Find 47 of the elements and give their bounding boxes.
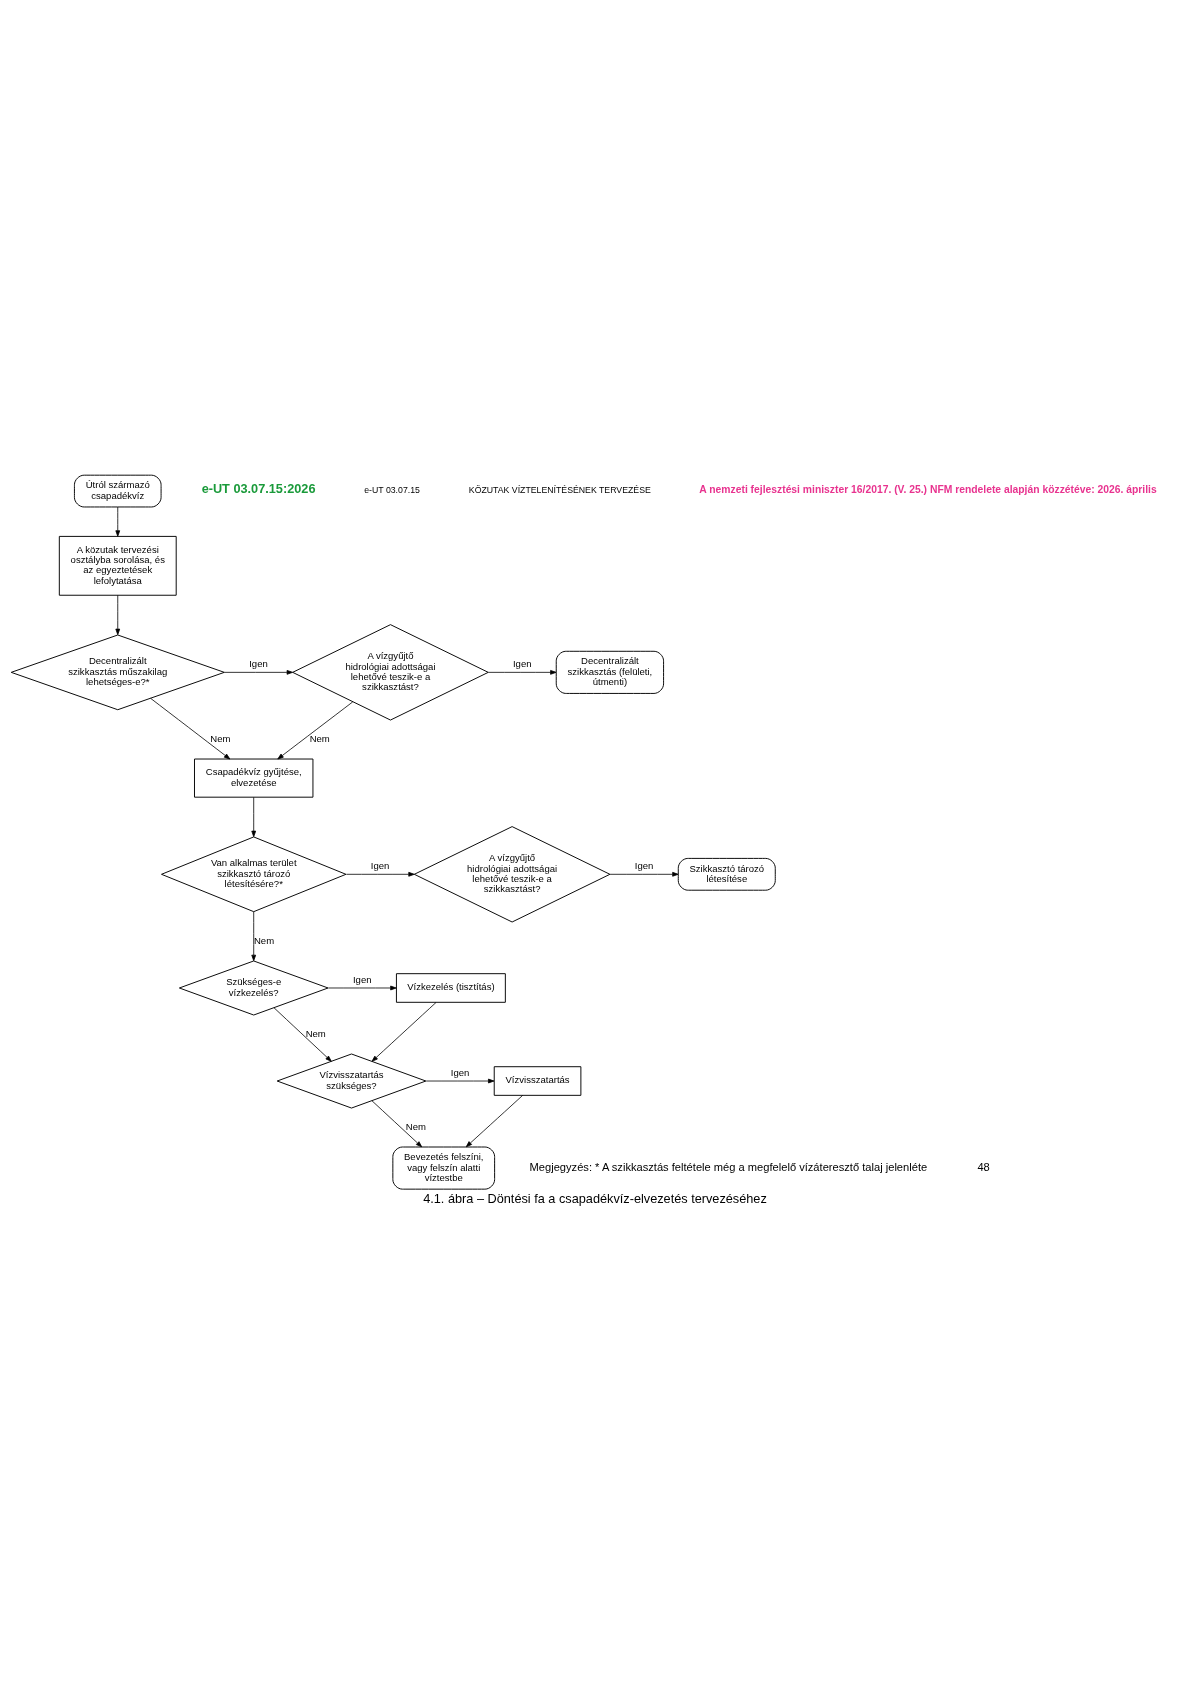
arrow <box>465 1094 524 1147</box>
arrow <box>277 701 354 759</box>
label: KÖZUTAK VÍZTELENÍTÉSÉNEK TERVEZÉSE <box>468 484 651 495</box>
node-box: A közutak tervezési osztályba sorolása, és az egyeztetések lefolytatása <box>58 535 177 596</box>
edge-label: Nem <box>305 1027 326 1039</box>
node-box: Útról származó csapadékvíz <box>73 474 162 507</box>
edge-label: Nem <box>253 934 275 946</box>
node-box: Szikkasztó tározó létesítése <box>677 857 776 891</box>
arrow <box>425 1078 495 1083</box>
edge-label: Igen <box>634 859 654 871</box>
arrow <box>345 871 415 877</box>
node-diamond: A vízgyűjtő hidrológiai adottságai lehetővé teszik-e a szikkasztást? <box>413 825 611 922</box>
arrow <box>251 910 257 961</box>
arrow <box>150 697 231 759</box>
node-diamond: Decentralizált szikkasztás műszakilag lehetséges-e?* <box>10 634 225 710</box>
edge-label: Igen <box>450 1066 470 1078</box>
edge-label: Igen <box>249 657 268 669</box>
caption: 4.1. ábra – Döntési fa a csapadékvíz-elvezetés tervezéséhez <box>423 1190 767 1206</box>
node-box: Decentralizált szikkasztás (felületi, útmenti) <box>555 650 665 694</box>
label: Megjegyzés: * A szikkasztás feltétele még a megfelelő vízáteresztő talaj jelenléte <box>529 1160 928 1173</box>
edge-label: Nem <box>210 732 231 744</box>
arrow <box>487 669 557 675</box>
node-diamond: Van alkalmas terület szikkasztó tározó létesítésére?* <box>161 835 347 912</box>
node-diamond: Szükséges-e vízkezelés? <box>178 960 329 1015</box>
arrow <box>327 985 397 990</box>
node-box: Vízvisszatartás <box>493 1065 582 1096</box>
arrow <box>273 1006 332 1062</box>
edge-label: Igen <box>352 973 372 985</box>
arrow <box>223 669 293 675</box>
label: e-UT 03.07.15 <box>364 484 420 495</box>
arrow <box>371 1001 437 1062</box>
edge-label: Igen <box>370 859 390 871</box>
arrow <box>609 871 679 877</box>
arrow <box>371 1099 423 1147</box>
arrow <box>115 594 121 635</box>
arrow <box>251 796 257 837</box>
edge-label: Nem <box>309 732 330 744</box>
edge-label: Nem <box>405 1120 426 1132</box>
node-box: Vízkezelés (tisztítás) <box>395 972 506 1003</box>
label: A nemzeti fejlesztési miniszter 16/2017. (V. 25.) NFM rendelete alapján közzétéve: 2026. április <box>699 483 1157 495</box>
node-box: Csapadékvíz gyűjtése, elvezetése <box>194 758 314 798</box>
arrow <box>115 506 121 537</box>
label: 48 <box>977 1160 990 1173</box>
node-box: Bevezetés felszíni, vagy felszín alatti víztestbe <box>392 1146 496 1190</box>
label: e-UT 03.07.15:2026 <box>201 480 316 496</box>
node-diamond: A vízgyűjtő hidrológiai adottságai lehetővé teszik-e a szikkasztást? <box>292 623 489 721</box>
edge-label: Igen <box>512 657 532 669</box>
